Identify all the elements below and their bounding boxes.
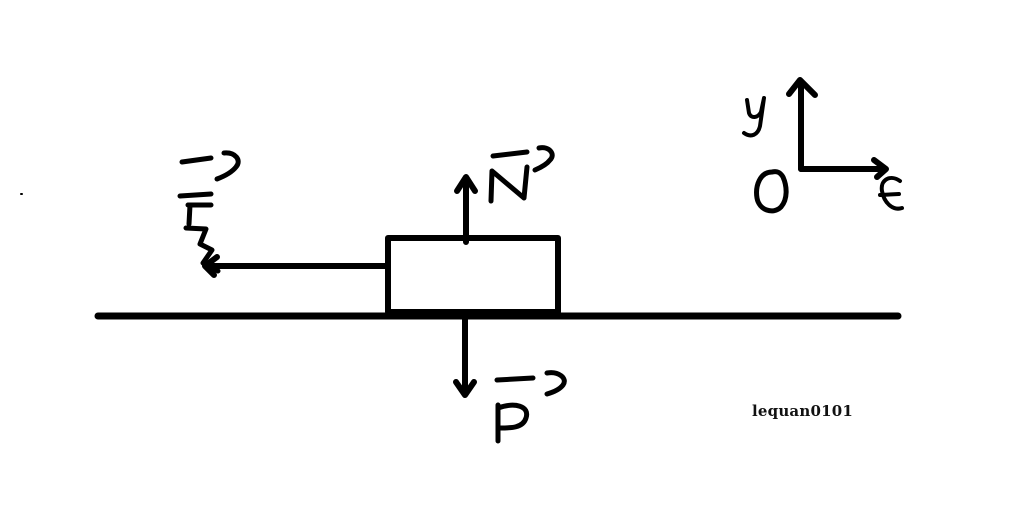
force-f-vector-bar-icon [179,150,241,182]
origin-label [754,169,789,214]
force-p-arrow [453,315,477,398]
axis-x-label [878,176,904,211]
block [385,235,561,315]
force-p-vector-bar-icon [494,370,567,397]
force-n-vector-bar-icon [490,145,555,173]
force-p-label [495,402,530,444]
force-f-label [177,191,221,274]
axis-y-label [742,96,766,138]
force-n-label [488,164,530,204]
axis-y-arrow [786,77,818,172]
force-n-arrow [454,174,478,245]
axis-x-arrow [798,157,889,180]
watermark-text: lequan0101 [752,402,854,420]
force-f-arrow [202,254,389,278]
ink-group [20,77,904,444]
